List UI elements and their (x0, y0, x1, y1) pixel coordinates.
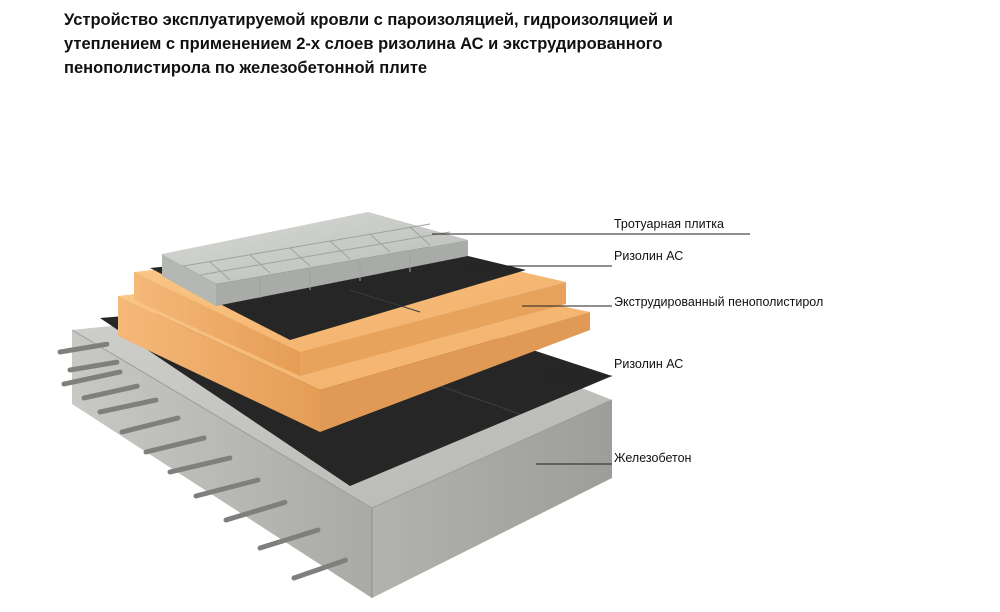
paving-top (162, 212, 468, 284)
leader-lines (432, 233, 750, 465)
rebar-rod (61, 369, 123, 387)
concrete-right (372, 400, 612, 598)
label-rizolin-top: Ризолин АС (614, 249, 684, 263)
title-line-1: Устройство эксплуатируемой кровли с паро… (64, 11, 673, 29)
rebar-rod (257, 527, 321, 551)
rebar-rod (119, 415, 181, 435)
title-line-3: пенополистирола по железобетонной плите (64, 59, 428, 77)
rebar-rod (57, 341, 111, 355)
xps-lower-front (118, 296, 320, 432)
concrete-front (72, 330, 372, 598)
rebar-rod (67, 359, 121, 373)
rebar-rod (193, 477, 261, 499)
title-line-2: утеплением с применением 2-х слоев ризол… (64, 35, 663, 53)
paving-right (216, 240, 468, 306)
rebar-rod (143, 435, 207, 455)
label-paving-tiles: Тротуарная плитка (614, 217, 725, 231)
xps-lower-right (320, 312, 590, 432)
rebar-rod (97, 397, 159, 415)
paving-tiles (162, 212, 468, 306)
xps-upper-right (300, 282, 566, 376)
rebar-rod (81, 383, 141, 401)
rebar-rod (291, 557, 349, 581)
xps-upper-front (134, 272, 300, 376)
diagram-title: Устройство эксплуатируемой кровли с паро… (64, 8, 824, 80)
rebar-rods (57, 341, 349, 581)
rebar-rod (223, 499, 289, 523)
label-rizolin-bottom: Ризолин АС (614, 357, 684, 371)
paving-front (162, 254, 216, 306)
label-xps-foam: Экструдированный пенополистирол (614, 295, 824, 309)
label-concrete: Железобетон (614, 451, 692, 465)
rebar-rod (167, 455, 233, 475)
